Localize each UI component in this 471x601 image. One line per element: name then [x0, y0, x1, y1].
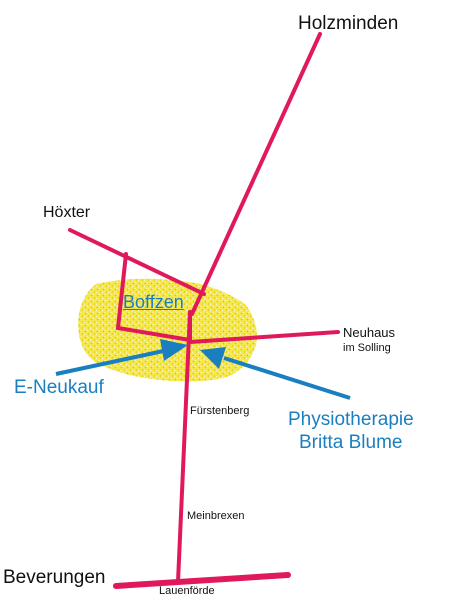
road-boffzen-loop — [115, 252, 192, 342]
road-south — [176, 310, 192, 584]
road-beverungen-lauenfoerde — [113, 572, 291, 589]
label-hoexter: Höxter — [43, 204, 91, 221]
label-beverungen: Beverungen — [3, 567, 106, 588]
label-e-neukauf: E-Neukauf — [14, 377, 104, 398]
label-meinbrexen: Meinbrexen — [187, 510, 245, 522]
road-neuhaus — [188, 330, 340, 344]
arrowhead-physiotherapie — [200, 347, 226, 369]
arrow-physiotherapie — [223, 356, 351, 400]
arrow-e-neukauf — [55, 348, 169, 376]
label-physiotherapie: Physiotherapie — [288, 409, 414, 430]
label-neuhaus: Neuhaus — [343, 325, 396, 340]
label-neuhaus-sub: im Solling — [343, 342, 391, 354]
label-boffzen: Boffzen — [123, 292, 184, 312]
label-fuerstenberg: Fürstenberg — [190, 405, 250, 417]
label-holzminden: Holzminden — [298, 13, 399, 34]
road-holzminden — [190, 32, 322, 316]
label-britta-blume: Britta Blume — [299, 432, 403, 453]
label-lauenfoerde: Lauenförde — [159, 585, 215, 597]
road-hoexter — [68, 228, 206, 296]
arrowhead-e-neukauf — [160, 339, 188, 361]
